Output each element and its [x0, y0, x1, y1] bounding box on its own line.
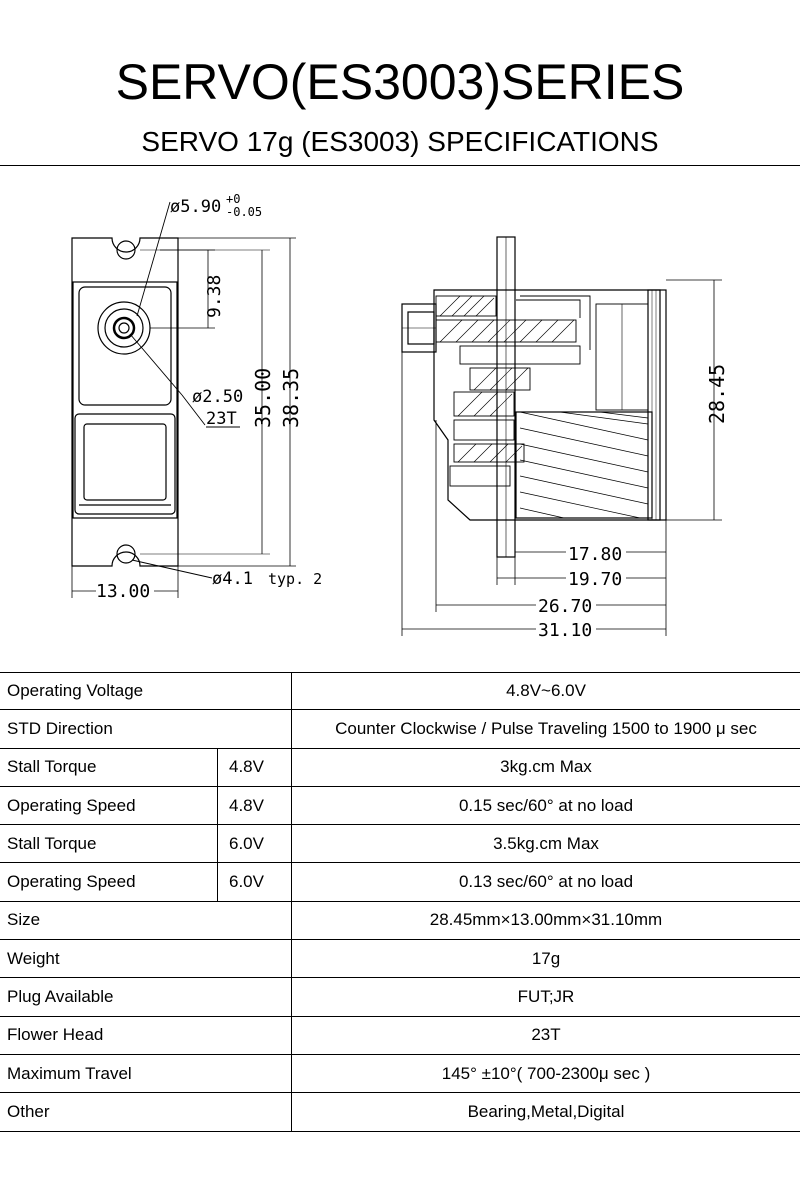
spec-label: Size — [0, 900, 292, 941]
dim-38-35: 38.35 — [279, 368, 303, 428]
spec-label: Plug Available — [0, 977, 292, 1017]
spec-value: 145° ±10°( 700-2300μ sec ) — [291, 1053, 800, 1094]
servo-technical-drawing: ø5.90 +0 -0.05 ø2.50 23T 9.38 35.00 38.3… — [71, 192, 729, 641]
spec-label: Stall Torque — [0, 747, 218, 787]
spec-value: 0.15 sec/60° at no load — [291, 785, 800, 826]
spec-label: Operating Speed — [0, 862, 218, 902]
spec-voltage: 4.8V — [217, 747, 292, 787]
header-divider — [0, 165, 800, 166]
spec-value: 28.45mm×13.00mm×31.10mm — [291, 900, 800, 941]
dim-shaft-tol-plus: +0 — [226, 192, 240, 206]
dim-shaft-tol-minus: -0.05 — [226, 205, 262, 219]
dim-hole-note: typ. 2 — [268, 570, 322, 588]
dim-17-80: 17.80 — [568, 544, 622, 565]
spec-label: Other — [0, 1092, 292, 1132]
spec-voltage: 6.0V — [217, 862, 292, 902]
spec-value: 17g — [291, 939, 800, 979]
motor — [515, 411, 653, 519]
side-view: 28.45 17.80 19.70 26.70 31.10 — [401, 236, 729, 641]
spec-label: STD Direction — [0, 709, 292, 749]
spec-label: Maximum Travel — [0, 1053, 292, 1094]
spec-value: 4.8V~6.0V — [291, 672, 800, 711]
spec-value: 23T — [291, 1015, 800, 1055]
spec-value: Counter Clockwise / Pulse Traveling 1500… — [291, 709, 800, 749]
output-gear — [97, 301, 151, 355]
servo-body — [72, 281, 178, 519]
page-subtitle: SERVO 17g (ES3003) SPECIFICATIONS — [141, 126, 659, 157]
dim-13-00: 13.00 — [96, 581, 150, 602]
spec-value: Bearing,Metal,Digital — [291, 1092, 800, 1132]
dim-28-45: 28.45 — [705, 364, 729, 424]
spec-voltage: 4.8V — [217, 785, 292, 826]
dim-shaft-diameter: ø5.90 — [170, 197, 221, 217]
spec-voltage: 6.0V — [217, 824, 292, 864]
spec-value: 0.13 sec/60° at no load — [291, 862, 800, 902]
spec-label: Weight — [0, 939, 292, 979]
spec-label: Stall Torque — [0, 824, 218, 864]
spec-value: FUT;JR — [291, 977, 800, 1017]
dim-35-00: 35.00 — [251, 368, 275, 428]
front-view: ø5.90 +0 -0.05 ø2.50 23T 9.38 35.00 38.3… — [71, 192, 322, 602]
mount-hole-bottom — [116, 544, 136, 564]
page-title: SERVO(ES3003)SERIES — [115, 54, 685, 110]
spec-value: 3.5kg.cm Max — [291, 824, 800, 864]
dim-26-70: 26.70 — [538, 596, 592, 617]
dim-spline-diameter: ø2.50 — [192, 387, 243, 407]
mount-hole-top — [116, 240, 136, 260]
spline-count: 23T — [206, 409, 237, 429]
dim-hole-diameter: ø4.1 — [212, 569, 253, 589]
spec-label: Operating Voltage — [0, 672, 292, 711]
dim-9-38: 9.38 — [204, 275, 225, 318]
dim-19-70: 19.70 — [568, 569, 622, 590]
spec-label: Flower Head — [0, 1015, 292, 1055]
dim-31-10: 31.10 — [538, 620, 592, 641]
spec-value: 3kg.cm Max — [291, 747, 800, 787]
spec-label: Operating Speed — [0, 785, 218, 826]
